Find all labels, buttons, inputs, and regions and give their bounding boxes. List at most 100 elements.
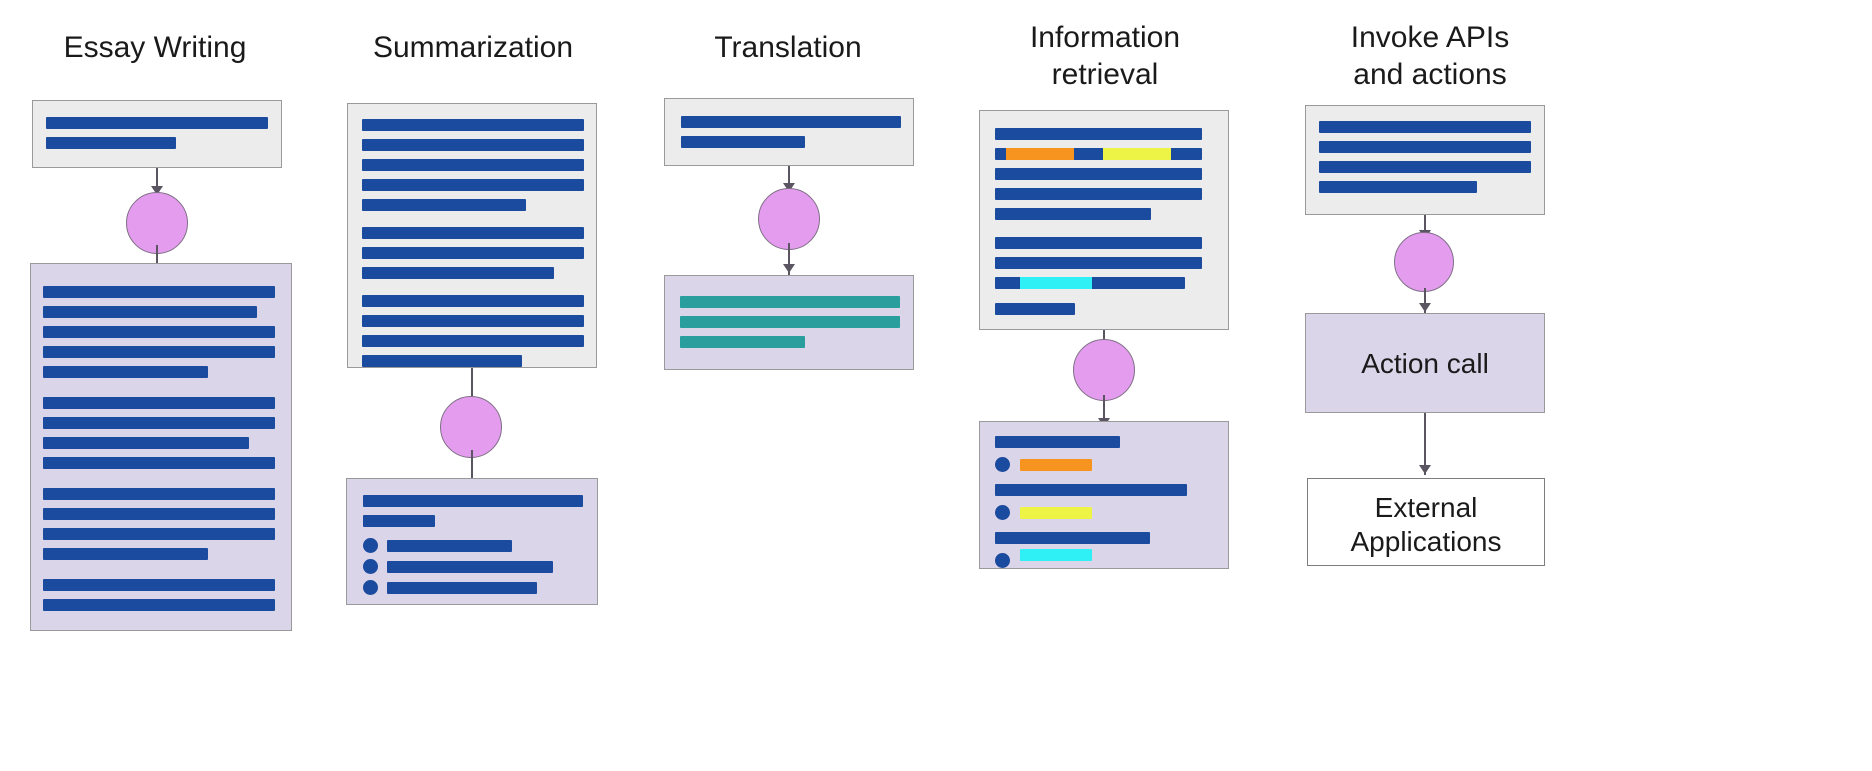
text-line bbox=[362, 295, 584, 307]
arrow-head-icon bbox=[783, 264, 795, 273]
text-line bbox=[681, 136, 805, 148]
retrieval-input-box bbox=[979, 110, 1229, 330]
text-line bbox=[387, 582, 537, 594]
text-line bbox=[1319, 141, 1531, 153]
bullet-point-icon bbox=[363, 538, 378, 553]
arrow-shaft bbox=[1424, 413, 1426, 475]
text-line bbox=[362, 119, 584, 131]
translation-output-box bbox=[664, 275, 914, 370]
bullet-point-icon bbox=[363, 559, 378, 574]
translated-text-line bbox=[680, 336, 805, 348]
text-line bbox=[43, 528, 275, 540]
arrow-shaft bbox=[788, 243, 790, 281]
arrow-head-icon bbox=[1419, 303, 1431, 312]
action-call-label: Action call bbox=[1361, 348, 1489, 379]
text-line bbox=[1319, 161, 1531, 173]
arrow-shaft bbox=[471, 368, 473, 404]
text-line bbox=[1319, 121, 1531, 133]
text-line bbox=[43, 548, 208, 560]
text-line bbox=[362, 227, 584, 239]
column-title-summarization: Summarization bbox=[372, 31, 574, 64]
highlight-yellow bbox=[1103, 148, 1171, 160]
text-line-with-highlights bbox=[995, 148, 1202, 160]
arrow-head-icon bbox=[1419, 465, 1431, 474]
text-line bbox=[995, 188, 1202, 200]
llm-node-circle bbox=[440, 396, 502, 458]
text-line bbox=[1319, 181, 1477, 193]
text-line bbox=[362, 179, 584, 191]
text-line bbox=[995, 237, 1202, 249]
bullet-point-icon bbox=[995, 553, 1010, 568]
llm-node-circle bbox=[1073, 339, 1135, 401]
text-line bbox=[362, 335, 584, 347]
summarization-input-box bbox=[347, 103, 597, 368]
text-line bbox=[362, 139, 584, 151]
bullet-point-icon bbox=[995, 505, 1010, 520]
text-line bbox=[43, 326, 275, 338]
text-line bbox=[43, 437, 249, 449]
text-line bbox=[995, 168, 1202, 180]
translated-text-line bbox=[680, 296, 900, 308]
arrow-shaft bbox=[1103, 395, 1105, 435]
text-line bbox=[387, 561, 553, 573]
text-line bbox=[387, 540, 512, 552]
highlight-cyan bbox=[1020, 277, 1092, 289]
text-line bbox=[363, 495, 583, 507]
column-title-translation: Translation bbox=[714, 31, 862, 64]
text-line bbox=[43, 508, 275, 520]
answer-highlight-yellow bbox=[1020, 507, 1092, 519]
arrow-shaft bbox=[471, 450, 473, 483]
essay-input-box bbox=[32, 100, 282, 168]
text-line bbox=[362, 267, 554, 279]
text-line bbox=[43, 488, 275, 500]
text-line bbox=[995, 128, 1202, 140]
text-line bbox=[995, 484, 1187, 496]
essay-output-box bbox=[30, 263, 292, 631]
text-line bbox=[362, 159, 584, 171]
translation-input-box bbox=[664, 98, 914, 166]
external-applications-label: External Applications bbox=[1350, 492, 1502, 558]
text-line bbox=[362, 199, 526, 211]
llm-node-circle bbox=[758, 188, 820, 250]
text-line bbox=[362, 315, 584, 327]
text-line bbox=[43, 397, 275, 409]
highlight-orange bbox=[1006, 148, 1074, 160]
column-title-information-retrieval: Information retrieval bbox=[1029, 21, 1181, 91]
text-line bbox=[995, 208, 1151, 220]
text-line bbox=[363, 515, 435, 527]
text-line bbox=[46, 117, 268, 129]
arrow-shaft bbox=[156, 245, 158, 280]
text-line bbox=[43, 346, 275, 358]
text-line bbox=[995, 303, 1075, 315]
bullet-point-icon bbox=[995, 457, 1010, 472]
bullet-point-icon bbox=[363, 580, 378, 595]
retrieval-output-box bbox=[979, 421, 1229, 569]
text-line bbox=[681, 116, 901, 128]
text-line bbox=[43, 599, 275, 611]
text-line bbox=[995, 532, 1150, 544]
arrow-head-icon bbox=[783, 183, 795, 192]
text-line bbox=[46, 137, 176, 149]
text-line bbox=[43, 457, 275, 469]
llm-node-circle bbox=[1394, 232, 1454, 292]
text-line-with-highlights bbox=[995, 277, 1185, 289]
text-line bbox=[362, 355, 522, 367]
text-line bbox=[43, 366, 208, 378]
summarization-output-box bbox=[346, 478, 598, 605]
text-line bbox=[43, 417, 275, 429]
text-line bbox=[995, 436, 1120, 448]
text-line bbox=[362, 247, 584, 259]
action-call-box: Action call bbox=[1305, 313, 1545, 413]
answer-highlight-cyan bbox=[1020, 549, 1092, 561]
text-line bbox=[995, 257, 1202, 269]
text-line bbox=[43, 306, 257, 318]
translated-text-line bbox=[680, 316, 900, 328]
column-title-essay-writing: Essay Writing bbox=[63, 31, 247, 64]
arrow-shaft bbox=[788, 166, 790, 199]
external-applications-box: External Applications bbox=[1307, 478, 1545, 566]
text-line bbox=[43, 286, 275, 298]
answer-highlight-orange bbox=[1020, 459, 1092, 471]
text-line bbox=[43, 579, 275, 591]
arrow-head-icon bbox=[151, 186, 163, 195]
apis-input-box bbox=[1305, 105, 1545, 215]
